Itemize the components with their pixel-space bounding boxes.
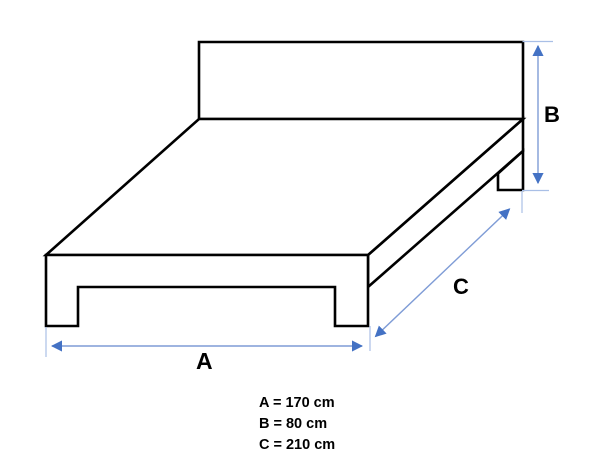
dimension-legend: A = 170 cm B = 80 cm C = 210 cm: [259, 393, 335, 456]
front-frame-shape: [44, 253, 370, 328]
dimension-label-c: C: [453, 274, 469, 299]
extension-lines: [45, 40, 553, 357]
dimension-arrow-c: [374, 208, 511, 338]
legend-line-c: C = 210 cm: [259, 437, 336, 453]
dimension-label-b: B: [544, 102, 560, 127]
dimension-label-a: A: [196, 348, 213, 374]
headboard-shape: [197, 40, 525, 121]
legend-line-a: A = 170 cm: [259, 395, 335, 411]
bed-drawing: [42, 40, 527, 328]
legend-line-b: B = 80 cm: [259, 416, 328, 432]
dimension-arrows: [50, 44, 544, 352]
